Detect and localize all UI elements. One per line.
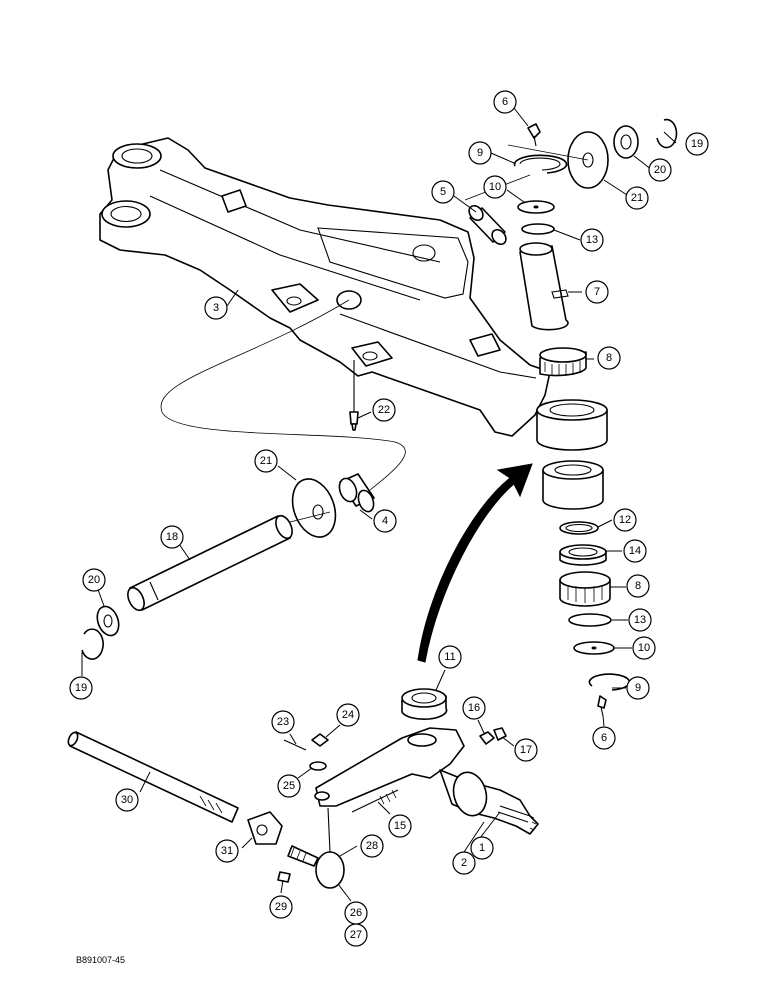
svg-text:17: 17 xyxy=(520,744,532,756)
svg-text:21: 21 xyxy=(631,192,643,204)
svg-text:6: 6 xyxy=(601,732,607,744)
assembly-arrow xyxy=(417,463,533,663)
callout-16: 16 xyxy=(462,696,486,720)
kingpin-bottom-stack xyxy=(559,521,631,717)
svg-text:9: 9 xyxy=(635,682,641,694)
callout-20-left: 20 xyxy=(82,568,106,592)
callout-23: 23 xyxy=(271,710,295,734)
callout-8-bottom: 8 xyxy=(626,574,650,598)
svg-text:7: 7 xyxy=(594,286,600,298)
callout-26: 26 xyxy=(344,901,368,925)
svg-text:30: 30 xyxy=(121,794,133,806)
callout-17: 17 xyxy=(514,738,538,762)
svg-text:24: 24 xyxy=(342,709,354,721)
callout-13-top: 13 xyxy=(580,228,604,252)
callout-21-top: 21 xyxy=(625,186,649,210)
svg-text:4: 4 xyxy=(382,515,388,527)
svg-text:11: 11 xyxy=(444,651,455,663)
svg-text:10: 10 xyxy=(489,181,501,193)
axle-housing xyxy=(99,137,551,437)
callout-9-top: 9 xyxy=(468,141,492,165)
callout-6-bottom: 6 xyxy=(592,726,616,750)
callout-18: 18 xyxy=(160,525,184,549)
svg-text:21: 21 xyxy=(260,455,272,467)
svg-text:31: 31 xyxy=(221,845,233,857)
svg-text:25: 25 xyxy=(283,780,295,792)
svg-text:15: 15 xyxy=(394,820,406,832)
svg-text:2: 2 xyxy=(461,857,467,869)
callout-8-top: 8 xyxy=(597,346,621,370)
svg-text:22: 22 xyxy=(378,404,390,416)
callout-28: 28 xyxy=(360,834,384,858)
callout-9-bottom: 9 xyxy=(626,676,650,700)
svg-text:13: 13 xyxy=(634,614,646,626)
svg-text:16: 16 xyxy=(468,702,480,714)
svg-text:12: 12 xyxy=(619,514,631,526)
svg-text:20: 20 xyxy=(88,574,100,586)
callout-11: 11 xyxy=(438,645,462,669)
callout-21-left: 21 xyxy=(254,449,278,473)
callout-24: 24 xyxy=(336,703,360,727)
callout-27: 27 xyxy=(344,923,368,947)
callout-12: 12 xyxy=(613,508,637,532)
callout-10-bottom: 10 xyxy=(632,636,656,660)
leader-lines xyxy=(81,107,677,902)
callout-7: 7 xyxy=(585,280,609,304)
callout-1: 1 xyxy=(470,836,494,860)
callout-22: 22 xyxy=(372,398,396,422)
callout-29: 29 xyxy=(269,895,293,919)
callout-25: 25 xyxy=(277,774,301,798)
callout-2: 2 xyxy=(452,851,476,875)
callout-20-top: 20 xyxy=(648,158,672,182)
kingpin-top-stack xyxy=(464,118,678,377)
callout-19-left: 19 xyxy=(69,676,93,700)
svg-text:5: 5 xyxy=(440,186,446,198)
grease-fitting-22 xyxy=(349,360,359,431)
svg-text:26: 26 xyxy=(350,907,362,919)
callout-15: 15 xyxy=(388,814,412,838)
callout-19-top: 19 xyxy=(685,132,709,156)
callout-3: 3 xyxy=(204,296,228,320)
pivot-pin-assembly xyxy=(81,299,406,660)
svg-text:9: 9 xyxy=(477,147,483,159)
svg-text:27: 27 xyxy=(350,929,362,941)
callout-14: 14 xyxy=(623,539,647,563)
svg-text:6: 6 xyxy=(502,96,508,108)
svg-text:29: 29 xyxy=(275,901,287,913)
svg-text:23: 23 xyxy=(277,716,289,728)
callout-10-top: 10 xyxy=(483,175,507,199)
svg-text:13: 13 xyxy=(586,234,598,246)
svg-text:28: 28 xyxy=(366,840,378,852)
callout-30: 30 xyxy=(115,788,139,812)
callout-5: 5 xyxy=(431,180,455,204)
svg-text:19: 19 xyxy=(75,682,87,694)
svg-text:18: 18 xyxy=(166,531,178,543)
svg-text:14: 14 xyxy=(629,545,641,557)
svg-text:20: 20 xyxy=(654,164,666,176)
callout-13-bottom: 13 xyxy=(628,608,652,632)
svg-text:3: 3 xyxy=(213,302,219,314)
svg-text:1: 1 xyxy=(479,842,485,854)
spindle-assembly xyxy=(314,688,539,835)
pivot-tube xyxy=(536,399,608,510)
figure-reference: B891007-45 xyxy=(76,955,125,965)
tie-rod-assembly xyxy=(67,731,345,889)
svg-text:19: 19 xyxy=(691,138,703,150)
svg-text:8: 8 xyxy=(606,352,612,364)
svg-text:10: 10 xyxy=(638,642,650,654)
svg-text:8: 8 xyxy=(635,580,641,592)
callout-31: 31 xyxy=(215,839,239,863)
callout-4: 4 xyxy=(373,509,397,533)
callout-6-top: 6 xyxy=(493,90,517,114)
